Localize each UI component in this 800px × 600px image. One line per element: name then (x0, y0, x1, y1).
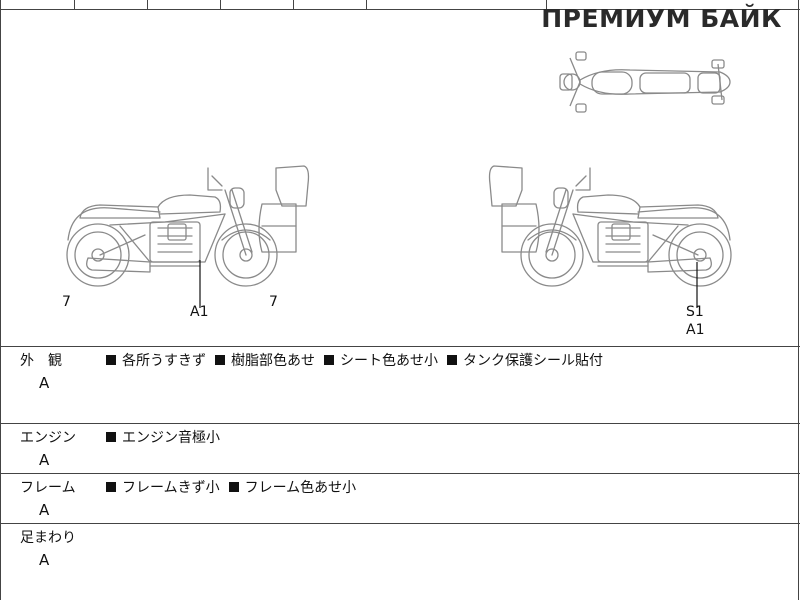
note-item: フレーム色あせ小 (244, 480, 357, 496)
section-label: 外 観 (20, 353, 62, 369)
section-grade: A (39, 551, 50, 569)
section-label: エンジン (20, 430, 76, 446)
top-table-row (0, 0, 800, 10)
section-divider (0, 346, 800, 347)
brand-watermark: ПРЕМИУМ БАЙК (541, 4, 782, 33)
top-cell (366, 0, 547, 9)
note-item: 各所うすきず (122, 353, 206, 369)
note-item: エンジン音極小 (122, 430, 220, 446)
section-label: フレーム (20, 480, 76, 496)
mark-right-s1: S1 (686, 304, 704, 320)
top-divider (0, 9, 800, 10)
top-cell (220, 0, 294, 9)
motorcycle-diagram: 7 A1 7 S1 A1 (0, 10, 800, 346)
section-engine: エンジン A エンジン音極小 (0, 423, 800, 473)
section-notes: 各所うすきず 樹脂部色あせ シート色あせ小 タンク保護シール貼付 (106, 350, 612, 370)
note-item: フレームきず小 (122, 480, 220, 496)
section-notes: エンジン音極小 (106, 427, 229, 447)
mark-left-rear: 7 (62, 294, 71, 310)
bullet-square-icon (324, 355, 334, 365)
note-item: タンク保護シール貼付 (463, 353, 603, 369)
section-grade: A (39, 501, 50, 519)
section-exterior: 外 観 A 各所うすきず 樹脂部色あせ シート色あせ小 タンク保護シール貼付 (0, 346, 800, 422)
section-divider (0, 523, 800, 524)
section-grade: A (39, 374, 50, 392)
top-cell (293, 0, 367, 9)
bullet-square-icon (215, 355, 225, 365)
bullet-square-icon (106, 432, 116, 442)
section-label: 足まわり (20, 530, 76, 546)
note-item: シート色あせ小 (340, 353, 438, 369)
section-divider (0, 473, 800, 474)
motorcycle-drawings (66, 51, 732, 308)
mark-left-front: 7 (269, 294, 278, 310)
section-suspension: 足まわり A (0, 523, 800, 600)
bullet-square-icon (447, 355, 457, 365)
section-grade: A (39, 451, 50, 469)
note-item: 樹脂部色あせ (231, 353, 315, 369)
mark-left-engine: A1 (190, 304, 209, 320)
section-notes: フレームきず小 フレーム色あせ小 (106, 477, 365, 497)
top-cell (74, 0, 148, 9)
bullet-square-icon (106, 355, 116, 365)
bullet-square-icon (106, 482, 116, 492)
top-cell (0, 0, 75, 9)
section-divider (0, 423, 800, 424)
top-view-drawing (559, 51, 731, 113)
top-cell (147, 0, 221, 9)
section-frame: フレーム A フレームきず小 フレーム色あせ小 (0, 473, 800, 523)
mark-right-a1: A1 (686, 322, 705, 338)
bullet-square-icon (228, 482, 239, 492)
